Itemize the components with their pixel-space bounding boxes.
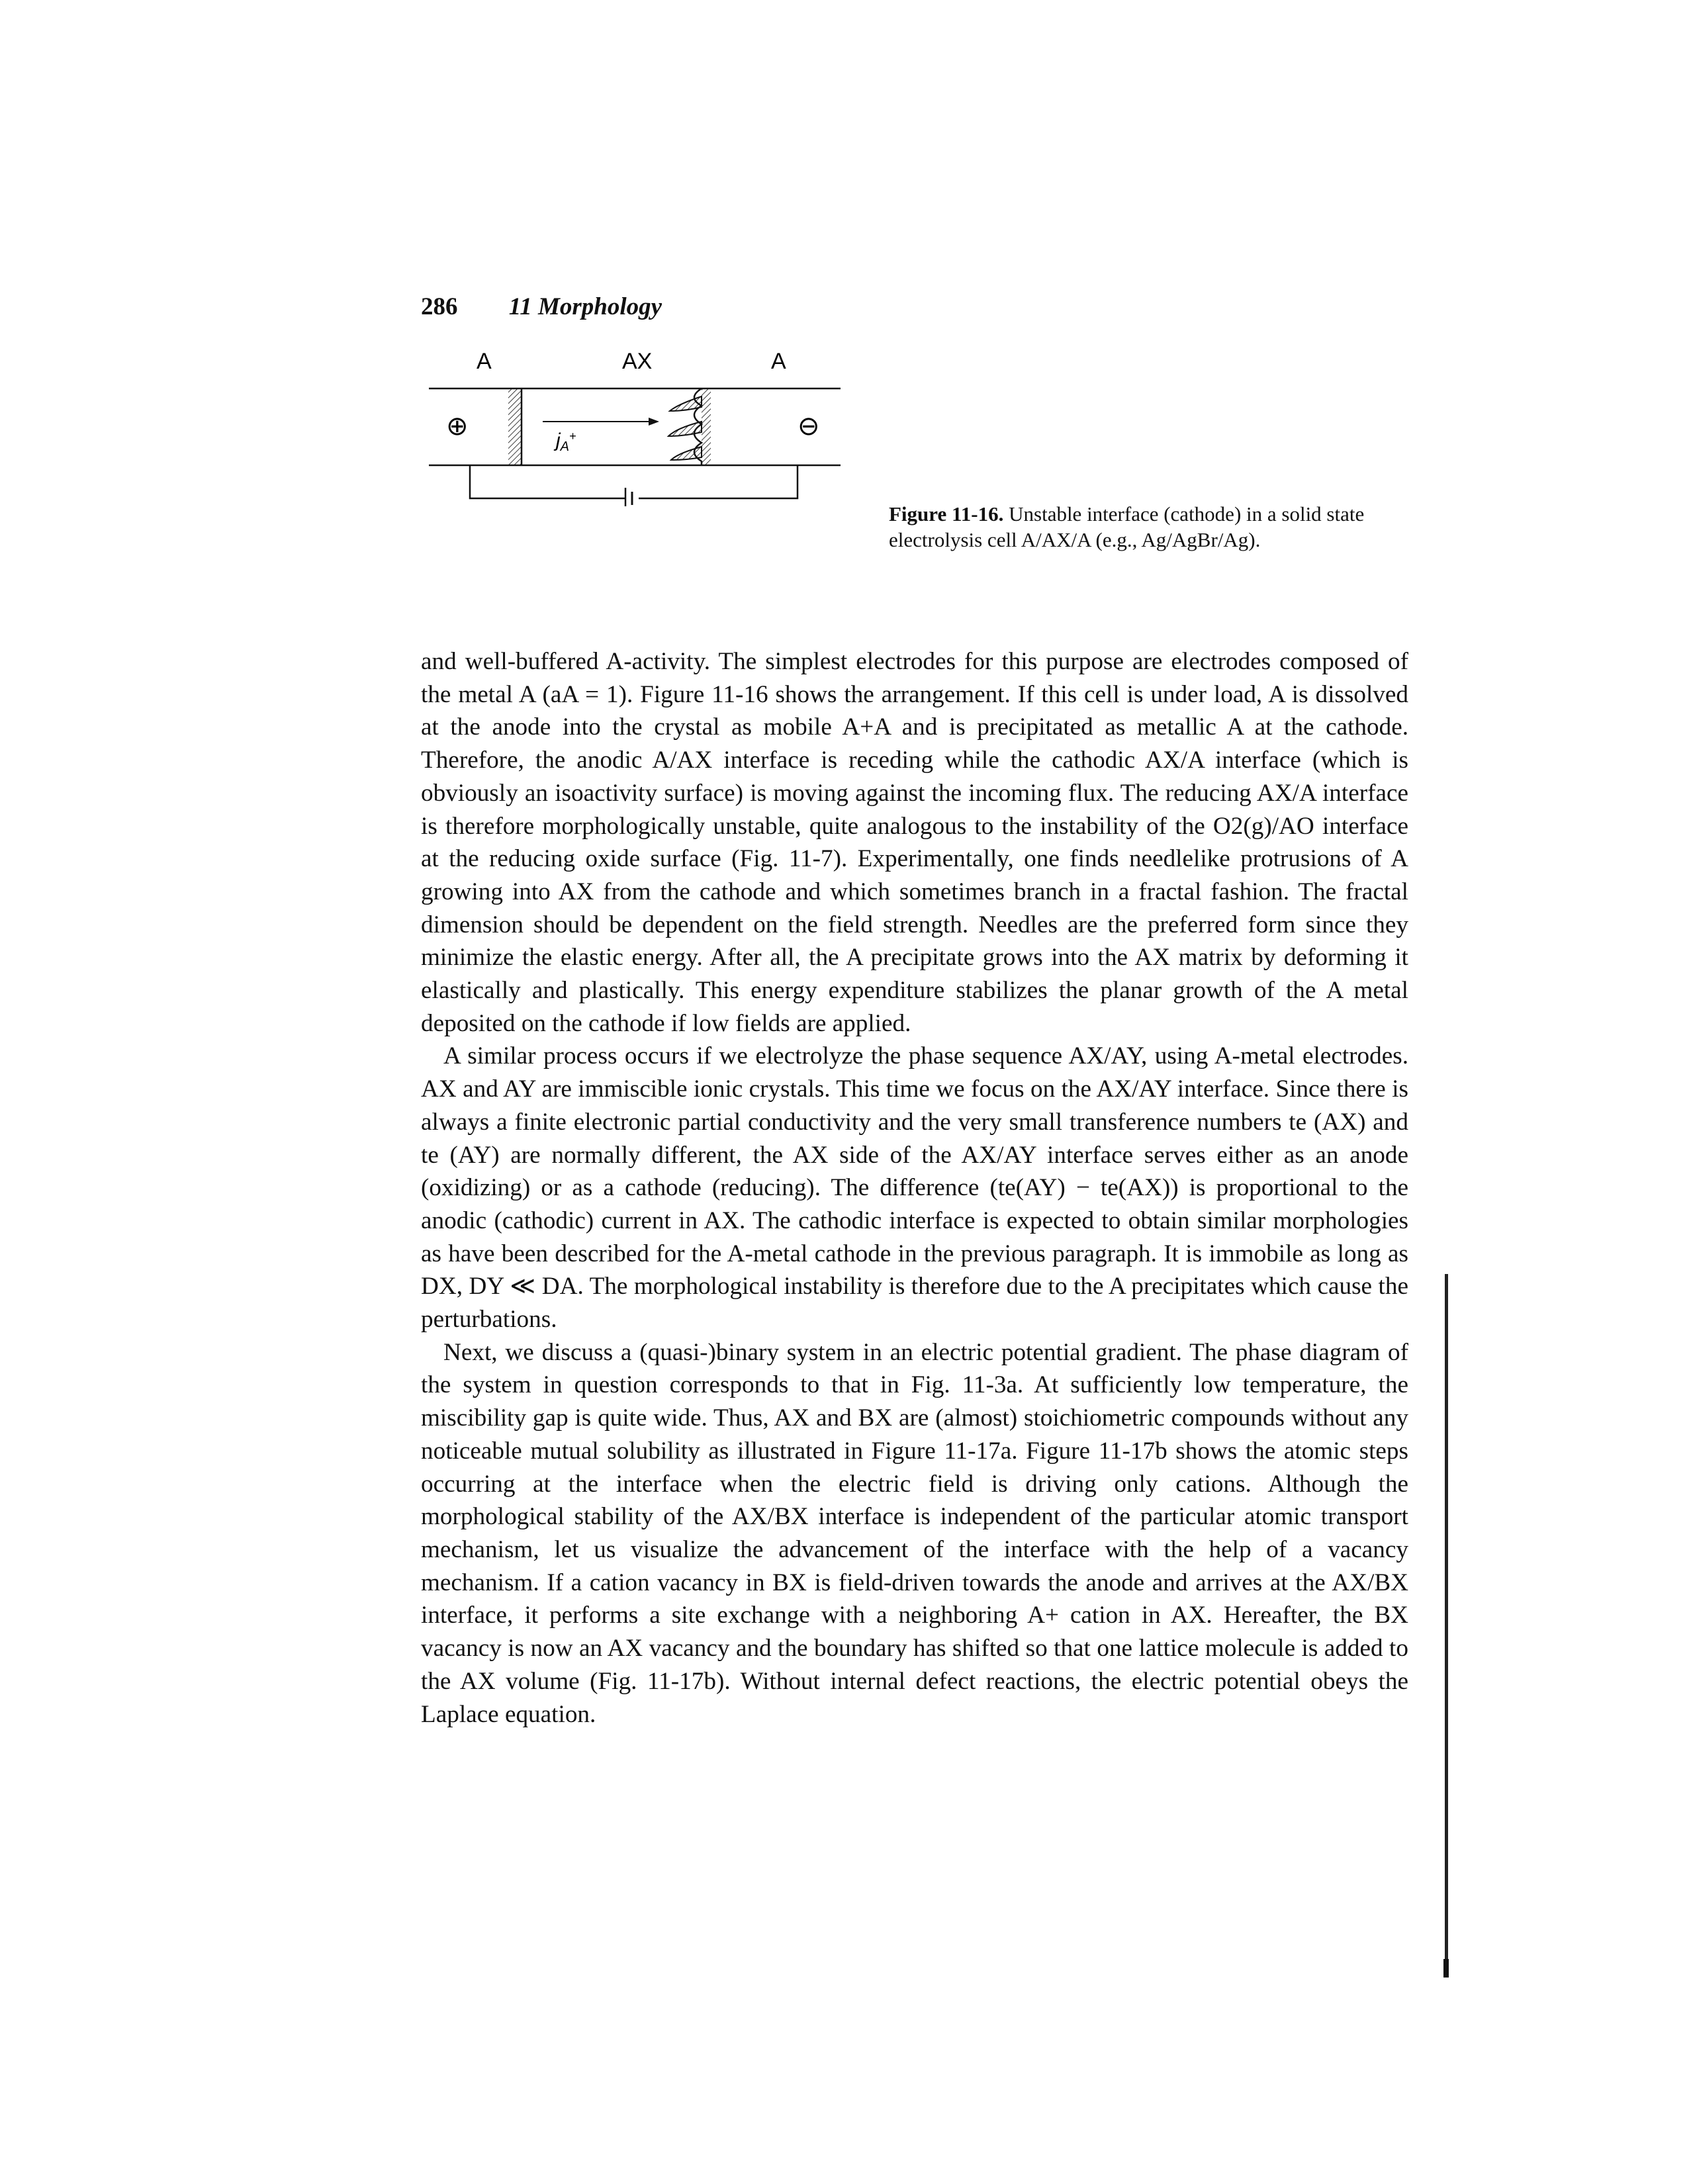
margin-scan-mark-end <box>1443 1959 1449 1978</box>
circuit-wire-right <box>639 465 799 500</box>
page-header: 286 11 Morphology <box>421 293 662 321</box>
anode-interface-hatch <box>508 388 522 465</box>
body-text: and well-buffered A-activity. The simple… <box>421 645 1408 1731</box>
caption-text: Unstable interface (cathode) in a solid … <box>889 502 1365 551</box>
running-title: 11 Morphology <box>508 293 662 320</box>
label-ax: AX <box>622 349 652 374</box>
paragraph-1: and well-buffered A-activity. The simple… <box>421 648 1408 1037</box>
flux-label: jA+ <box>553 430 576 454</box>
figure-caption: Figure 11-16. Unstable interface (cathod… <box>889 501 1365 553</box>
label-right-a: A <box>771 349 786 374</box>
paragraph-2: A similar process occurs if we electroly… <box>421 1042 1408 1334</box>
electrolysis-cell-diagram: A AX A ⊕ ⊖ jA+ <box>429 349 841 506</box>
circuit-wire-left <box>469 465 625 500</box>
flux-arrowhead <box>649 418 659 426</box>
label-left-a: A <box>477 349 492 374</box>
figure-11-16: A AX A ⊕ ⊖ jA+ <box>424 347 847 506</box>
cathode-protrusions <box>666 388 711 465</box>
page-number: 286 <box>421 293 458 320</box>
cathode-symbol: ⊖ <box>798 412 820 441</box>
anode-symbol: ⊕ <box>446 412 469 441</box>
figure-label: Figure 11-16. <box>889 502 1004 525</box>
margin-scan-mark <box>1445 1274 1448 1966</box>
paragraph-3: Next, we discuss a (quasi-)binary system… <box>421 1338 1408 1728</box>
